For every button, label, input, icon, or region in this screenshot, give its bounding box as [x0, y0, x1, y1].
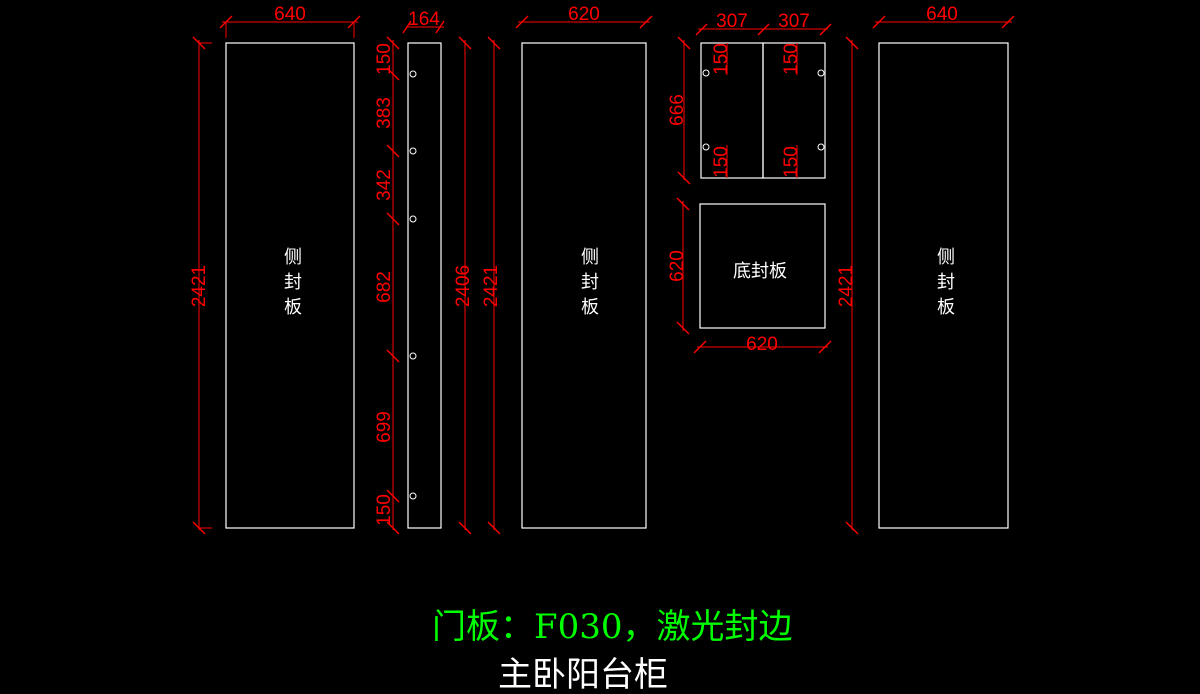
strip-panel: 164 150 383 342 682 699 150 2406 2421	[374, 9, 502, 535]
panel-label-line: 板	[581, 297, 599, 318]
height-dimension: 2406	[453, 265, 474, 307]
bottom-panel: 底封板 620 620	[667, 197, 832, 355]
width-dimension: 307	[716, 11, 748, 32]
panel-outline	[521, 42, 647, 529]
panel-label-line: 侧	[581, 247, 599, 268]
width-dimension: 640	[274, 4, 306, 25]
hinge-dimension: 150	[781, 146, 802, 178]
hole-dimension: 682	[374, 271, 395, 303]
hole-dimension: 150	[374, 43, 395, 75]
panel-label: 底封板	[733, 261, 787, 282]
height-dimension: 2421	[836, 265, 857, 307]
hole-dimension: 383	[374, 97, 395, 129]
panel-label-line: 侧	[284, 247, 302, 268]
panel-label-line: 封	[581, 272, 599, 293]
width-dimension: 620	[568, 4, 600, 25]
width-dimension: 307	[778, 11, 810, 32]
drawing-title: 主卧阳台柜	[498, 655, 668, 694]
panel-outline	[878, 42, 1009, 529]
hinge-dimension: 150	[711, 43, 732, 75]
hinge-dimension: 150	[781, 43, 802, 75]
height-dimension: 2421	[189, 265, 210, 307]
door-panels: 307 307 666 150 150 150 150	[667, 11, 832, 185]
width-dimension: 164	[408, 9, 440, 30]
door-right	[762, 42, 826, 179]
panel-outline	[699, 203, 826, 329]
hinge-dimension: 150	[711, 146, 732, 178]
width-dimension: 620	[746, 334, 778, 355]
height-dimension: 620	[667, 250, 688, 282]
panel-label-line: 封	[284, 272, 302, 293]
panel-label-line: 封	[937, 272, 955, 293]
height-dimension: 666	[667, 94, 688, 126]
side-panel-3: 侧 封 板 640 2421	[836, 4, 1015, 535]
panel-outline	[225, 42, 355, 529]
panel-label-line: 侧	[937, 247, 955, 268]
overall-height-dimension: 2421	[481, 265, 502, 307]
panel-label-line: 板	[937, 297, 955, 318]
panel-outline	[407, 42, 442, 529]
panel-label-line: 板	[284, 297, 302, 318]
width-dimension: 640	[926, 4, 958, 25]
side-panel-1: 侧 封 板 640 2421	[189, 4, 361, 535]
side-panel-2: 侧 封 板 620	[515, 4, 653, 529]
hole-dimension: 699	[374, 411, 395, 443]
hole-dimension: 150	[374, 494, 395, 526]
material-note: 门板：F030，激光封边	[432, 607, 793, 647]
hole-dimension: 342	[374, 169, 395, 201]
